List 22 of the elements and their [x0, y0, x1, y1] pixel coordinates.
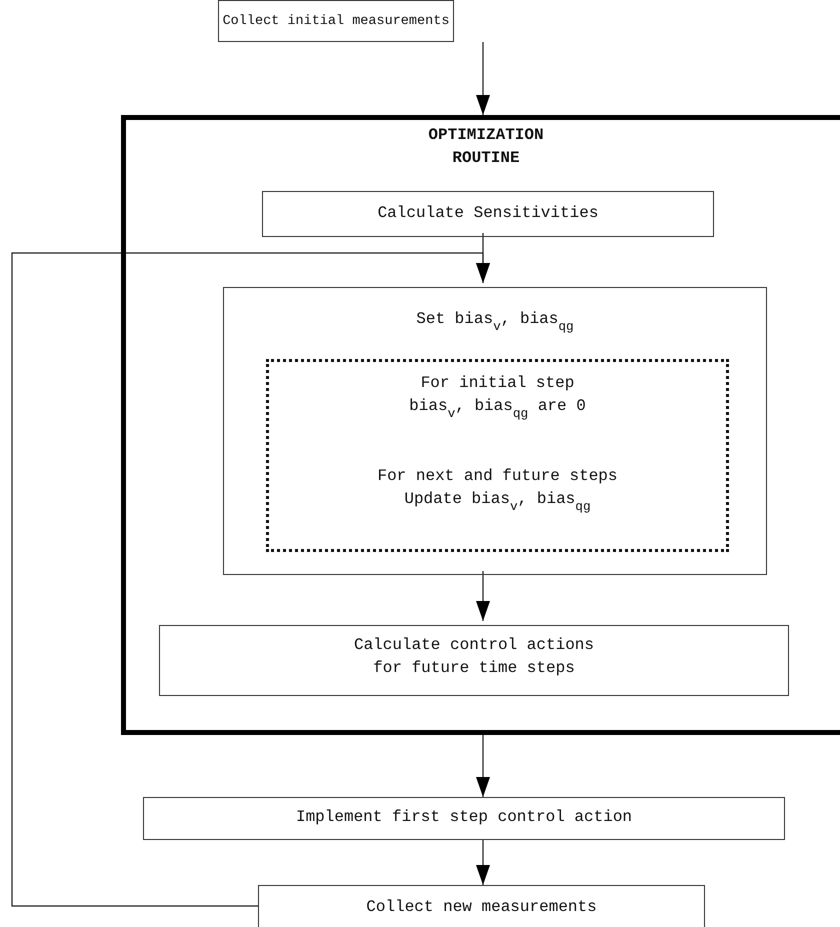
- note-box: [266, 359, 729, 552]
- box-text: For next and future steps Update bias$_{v}$, bias$_{qg}$: [376, 466, 619, 512]
- box-text: Set bias$_{v}$, bias$_{qg}$: [415, 309, 575, 332]
- process-box: [159, 625, 789, 696]
- box-text: Calculate Sensitivities: [376, 203, 600, 224]
- arrow: [476, 42, 490, 115]
- arrow: [476, 840, 490, 885]
- process-box: [143, 797, 785, 840]
- process-box: [223, 287, 767, 575]
- process-box: [258, 885, 705, 927]
- process-box: [218, 0, 454, 42]
- frame-title: OPTIMIZATION ROUTINE: [427, 125, 545, 170]
- box-text: For initial step bias$_{v}$, bias$_{qg}$ are 0: [408, 373, 587, 418]
- arrow: [476, 735, 490, 797]
- box-text: Calculate control actions for future time steps: [352, 635, 596, 680]
- box-text: Implement first step control action: [294, 807, 634, 828]
- arrow: [11, 252, 490, 907]
- box-text: Collect initial measurements: [222, 13, 450, 31]
- box-text: Collect new measurements: [365, 897, 598, 918]
- routine-frame: [121, 115, 840, 735]
- process-box: [262, 191, 714, 237]
- arrow: [476, 571, 490, 621]
